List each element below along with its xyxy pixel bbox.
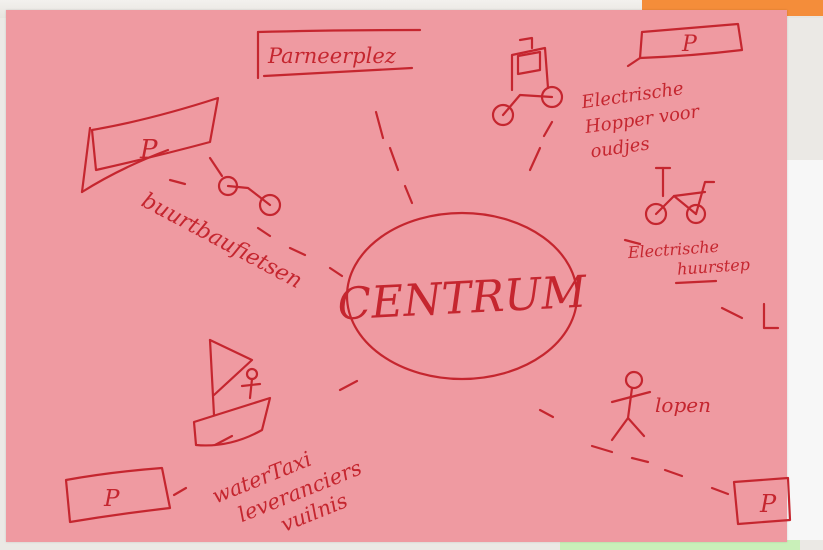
parking-sign-label: P [681,32,698,57]
connector-dash [528,146,542,172]
connector-dash [403,184,414,205]
sailboat-hull [192,396,272,447]
connector-dash [538,408,555,419]
connector-dash [663,468,684,478]
tricycle-cabin [510,46,550,92]
bicycle-frame [208,156,224,178]
sailboat-icon [192,338,272,447]
parking-sign-icon [638,22,744,60]
connector-dash [590,444,614,454]
parking-sign-icon [90,96,220,172]
parkeerplek-frame [256,28,422,34]
parking-sign-top-right: P [626,22,744,68]
electric-step-label: Electrische huurstep [626,235,750,282]
parking-sign-icon [762,302,780,330]
sailboat-person [245,367,259,381]
connector-dash [374,110,385,140]
connector-dash [172,486,188,497]
sailboat-mast [208,338,216,417]
connector-dash [542,120,554,138]
hopper-line-3: oudjes [589,133,651,162]
parking-sign-icon [732,476,792,526]
parking-sign-icon [626,56,642,68]
bicycle-wheel [258,193,282,217]
connector-dash [630,456,650,464]
parkeerplek-frame [262,66,414,78]
stick-figure-legs [610,416,646,442]
e-step-frame [672,190,707,198]
e-step-frame [694,180,716,216]
centrum-node: CENTRUM [336,211,588,381]
pink-paper-sheet [6,10,787,542]
parking-sign-icon [80,148,170,194]
tricycle-icon [491,36,564,127]
connector-dash [213,434,234,447]
tricycle-wheel [491,103,515,127]
connector-dash [720,306,744,320]
connector-dash [168,178,187,186]
parking-sign-icon [64,466,172,524]
e-step-icon [644,166,716,226]
centrum-label: CENTRUM [336,266,588,330]
bicycle-frame [226,184,272,207]
connector-dash [338,379,359,392]
parking-sign-icon [80,126,92,194]
parkeerplek-node: Parneerplez [256,28,422,80]
e-step-wheel [685,203,707,225]
step-line-2: huurstep [676,255,750,279]
connector-lines [168,110,744,497]
parkeerplek-label: Parneerplez [267,44,397,68]
electric-hopper-label: Electrische Hopper voor oudjes [579,76,709,163]
sailboat-person [240,377,262,400]
tricycle-window [516,50,542,76]
stick-figure-body [626,386,634,420]
parking-sign-label: P [103,486,120,512]
stick-figure-icon [610,370,652,442]
sailboat-sail [208,338,254,397]
connector-dash [288,246,307,257]
tricycle-frame [501,93,554,117]
tricycle-handle [518,36,534,50]
water-taxi-label: waterTaxi leveranciers vuilnis [209,428,381,550]
centrum-circle [345,211,579,381]
stick-figure-head [624,370,644,390]
parking-sign-label: P [139,135,158,165]
connector-dash [710,486,730,496]
parking-sign-top-left: P [80,96,220,194]
stick-figure-arms [610,390,652,404]
parking-sign-bottom-right: P [732,476,792,526]
parking-sign-bottom-left: P [64,466,172,524]
connector-dash [388,146,400,172]
connector-dash [328,266,344,278]
connector-dash [256,226,272,238]
underline [674,279,718,285]
bicycle-icon [208,156,282,217]
connector-dash [623,238,642,246]
walking-label: lopen [655,393,711,417]
e-step-wheel [644,202,668,226]
parking-sign-label: P [759,490,777,518]
